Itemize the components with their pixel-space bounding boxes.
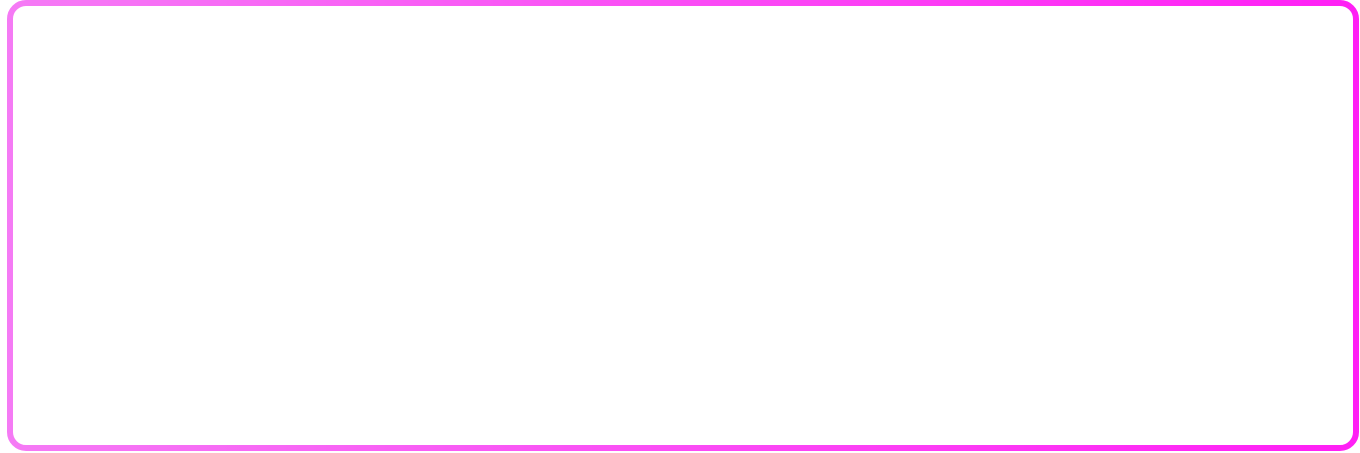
panel-border <box>7 0 1359 451</box>
gradient-bordered-panel <box>7 0 1360 453</box>
panel-content-area <box>20 12 1342 440</box>
panel-border-rect <box>7 0 1359 451</box>
